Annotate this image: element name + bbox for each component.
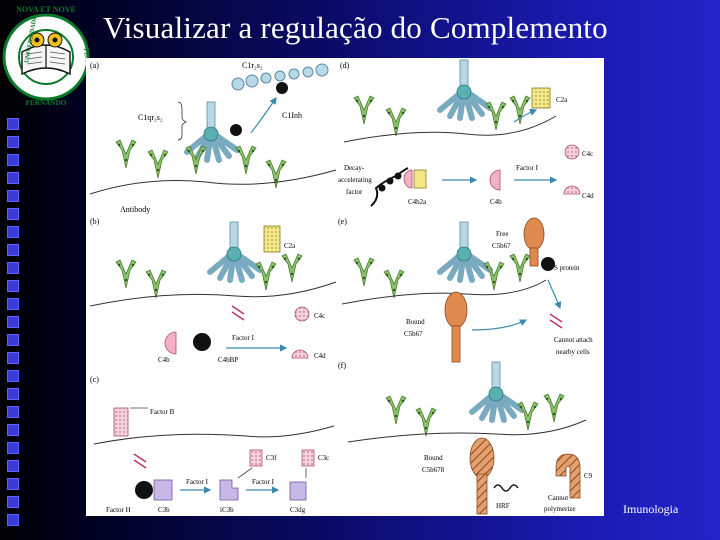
factor-i-label-c1: Factor I [186,478,209,486]
panel-d-label: (d) [340,61,350,70]
c3c-label: C3c [318,454,329,462]
university-logo: NOVA ET NOVE UNIVERSIDADE FERNANDO PESSO… [2,5,90,107]
cannot-polymerize-label-2: polymerize [544,505,576,513]
bound-c5b678-label-1: Bound [424,454,443,462]
panel-b-label: (b) [90,217,100,226]
c9-label: C9 [584,472,593,480]
s-protein-label: S protein [554,264,580,272]
decay-factor-label-3: factor [346,188,363,196]
panel-a-label: (a) [90,61,99,70]
panel-e-label: (e) [338,217,347,226]
cannot-attach-label-1: Cannot attach [554,336,593,344]
decay-accelerating-factor-chain [370,167,409,207]
bound-c5b67-molecule [444,291,468,363]
complement-regulation-figure: (a) C1r₂s₂ C1Inh C1qr₂s₂ Antibody (d) C2… [86,58,604,516]
c4c-label-b: C4c [314,312,325,320]
footer-label: Imunologia [623,502,679,516]
complement-regulation-diagram: (a) C1r₂s₂ C1Inh C1qr₂s₂ Antibody (d) C2… [89,58,604,515]
c1r2s2-chain [231,63,329,91]
cannot-attach-label-2: nearby cells [556,348,590,356]
c2a-label-d: C2a [556,96,568,104]
c2a-label-b: C2a [284,242,296,250]
slide-title: Visualizar a regulação do Complemento [103,10,608,45]
hrf-molecule [493,484,519,492]
free-c5b67-label-2: C5b67 [492,242,511,250]
s-protein-molecule [541,257,555,271]
c4d-label-b: C4d [314,352,326,360]
panel-c-label: (c) [90,375,99,384]
free-c5b67-label-1: Free [496,230,508,238]
factor-b-label: Factor B [150,408,175,416]
c3dg-label: C3dg [290,506,306,514]
ic3b-label: iC3b [220,506,234,514]
c4b-label-b: C4b [158,356,170,364]
logo-top-text: NOVA ET NOVE [16,5,76,14]
bound-c5b678-label-2: C5b678 [422,466,445,474]
c4b2a-label: C4b2a [408,198,427,206]
c1qr2s2-label: C1qr₂s₂ [138,113,163,122]
c4d-label-d: C4d [582,192,594,200]
c4c-label-d: C4c [582,150,593,158]
logo-bottom-text: FERNANDO [26,99,67,107]
hrf-label: HRF [496,502,510,510]
c3f-label: C3f [266,454,277,462]
bound-c5b67-label-1: Bound [406,318,425,326]
c1inh-molecule [276,82,288,94]
antibody-label: Antibody [120,205,150,214]
c9-molecule [555,453,581,499]
c4bbp-label: C4bBP [218,356,238,364]
factor-h-label: Factor H [106,506,131,514]
cannot-polymerize-label-1: Cannot [548,494,568,502]
c3b-label: C3b [158,506,170,514]
logo-right-text: PESSOA [82,48,90,73]
free-c5b67-molecule [523,217,545,267]
cleavage-marks-e [549,313,563,329]
factor-i-label-c2: Factor I [252,478,275,486]
bound-c5b67-label-2: C5b67 [404,330,423,338]
decay-factor-label-1: Decay- [344,164,365,172]
decorative-square-column [4,118,22,532]
factor-i-label-d: Factor I [516,164,539,172]
c4b-label-d: C4b [490,198,502,206]
cleavage-marks-b [231,305,245,321]
panel-f-label: (f) [338,361,346,370]
bound-c5b678-molecule [469,437,495,515]
cleavage-marks-c [133,453,147,469]
c1inh-label: C1Inh [282,111,302,120]
decay-factor-label-2: accelerating [338,176,372,184]
c1r2s2-label: C1r₂s₂ [242,61,263,70]
factor-i-label-b: Factor I [232,334,255,342]
